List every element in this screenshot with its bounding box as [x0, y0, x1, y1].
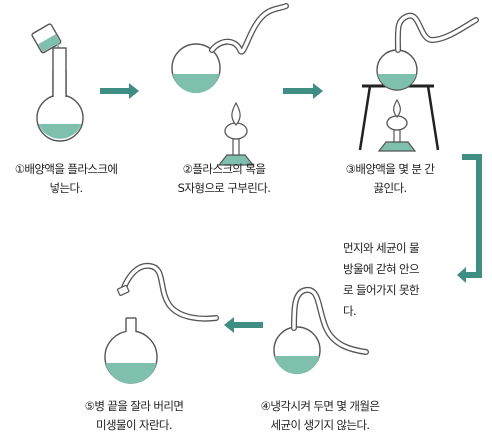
arrow-step2-to-step3 — [283, 83, 323, 99]
pouring-beaker — [31, 23, 62, 54]
alcohol-burner — [217, 101, 255, 166]
round-flask-3 — [376, 49, 418, 91]
s-shaped-neck-3 — [394, 12, 479, 53]
note-line4: 다. — [343, 304, 357, 318]
step1-caption: ①배양액을 플라스크에 넣는다. — [2, 160, 130, 198]
arrow-step4-to-step5 — [224, 317, 263, 333]
step3-text: 배양액을 몇 분 간 — [355, 162, 435, 176]
round-flask-5 — [104, 317, 158, 384]
round-flask-1 — [36, 70, 84, 142]
step3-caption-line1: ③배양액을 몇 분 간 — [330, 160, 450, 179]
step1-text: 배양액을 플라스크에 — [24, 162, 118, 176]
step3-illustration — [358, 12, 479, 152]
step2-number: ② — [182, 162, 193, 176]
step3-caption: ③배양액을 몇 분 간 끓인다. — [330, 160, 450, 198]
step2-caption-line2: S자형으로 구부린다. — [177, 181, 271, 195]
step5-caption: ⑤병 끝을 잘라 버리면 미생물이 자란다. — [66, 397, 202, 435]
neck-cut-end — [116, 284, 130, 297]
step5-caption-line1: ⑤병 끝을 잘라 버리면 — [66, 397, 202, 416]
arrow-step3-to-step4 — [457, 154, 482, 283]
step4-caption-line1: ④냉각시켜 두면 몇 개월은 — [232, 397, 408, 416]
step5-caption-line2: 미생물이 자란다. — [96, 418, 173, 432]
step1-illustration — [31, 23, 84, 142]
step4-caption-line2: 세균이 생기지 않는다. — [270, 418, 371, 432]
step1-number: ① — [14, 162, 25, 176]
step4-caption: ④냉각시켜 두면 몇 개월은 세균이 생기지 않는다. — [232, 397, 408, 435]
step5-number: ⑤ — [84, 399, 95, 413]
step3-caption-line2: 끓인다. — [373, 181, 408, 195]
explanation-note: 먼지와 세균이 물 방울에 갇혀 안으 로 들어가지 못한 다. — [343, 238, 447, 322]
step5-text: 병 끝을 잘라 버리면 — [94, 399, 184, 413]
note-line2: 방울에 갇혀 안으 — [343, 262, 420, 276]
step1-caption-line2: 넣는다. — [49, 181, 84, 195]
step1-caption-line1: ①배양액을 플라스크에 — [2, 160, 130, 179]
cut-off-neck — [120, 262, 219, 322]
step2-caption-line1: ②플라스크의 목을 — [150, 160, 298, 179]
note-line3: 로 들어가지 못한 — [343, 283, 420, 297]
step2-text: 플라스크의 목을 — [192, 162, 266, 176]
step2-illustration — [171, 3, 289, 166]
round-flask-2 — [171, 43, 221, 94]
step4-illustration — [273, 287, 369, 375]
step4-text: 냉각시켜 두면 몇 개월은 — [270, 399, 380, 413]
s-shaped-neck — [209, 3, 289, 55]
alcohol-burner-3 — [377, 98, 417, 152]
round-flask-4 — [273, 326, 321, 375]
note-line1: 먼지와 세균이 물 — [343, 241, 420, 255]
step5-illustration — [104, 262, 219, 384]
step3-number: ③ — [345, 162, 356, 176]
step4-number: ④ — [260, 399, 271, 413]
step2-caption: ②플라스크의 목을 S자형으로 구부린다. — [150, 160, 298, 198]
arrow-step1-to-step2 — [100, 83, 139, 99]
